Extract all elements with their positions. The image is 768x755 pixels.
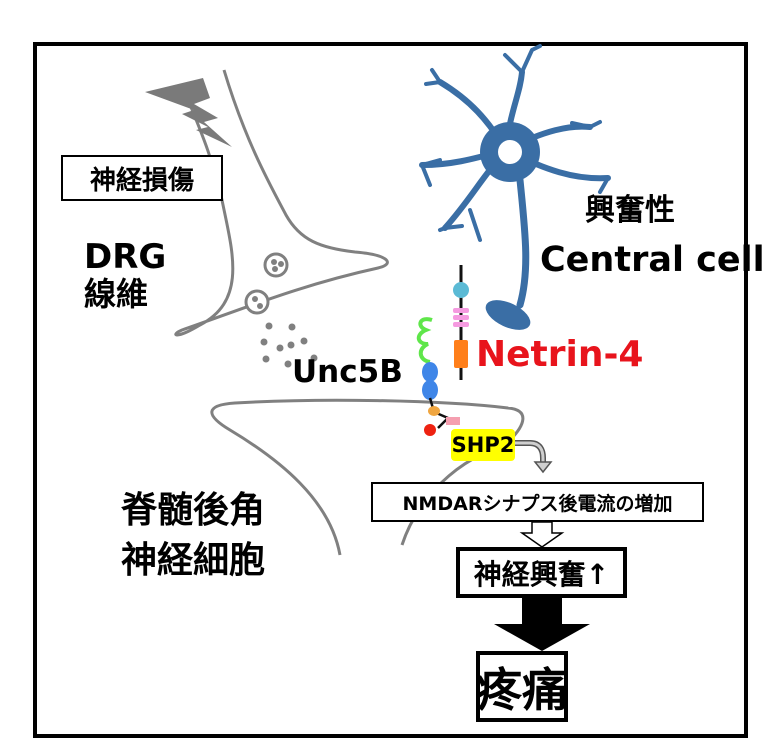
nmdar-current-box: NMDARシナプス後電流の増加 <box>371 482 704 522</box>
unc5b-label: Unc5B <box>292 354 403 390</box>
neuron-label: 神経細胞 <box>121 540 266 581</box>
drg-label: DRG <box>84 237 167 277</box>
netrin-4-label: Netrin-4 <box>476 334 644 375</box>
dorsal-horn-neuron-outline <box>210 398 525 556</box>
shp2-arrowhead <box>533 461 553 474</box>
central-cell-terminal <box>485 300 531 330</box>
nerve-injury-label: 神経損傷 <box>61 155 223 201</box>
released-netrin-dots <box>260 322 318 368</box>
netrin-4-protein-icon <box>453 265 469 380</box>
nerve-excitation-box: 神経興奮↑ <box>456 547 627 598</box>
vesicle-icon <box>263 252 289 278</box>
central-cell-label: Central cell <box>540 240 765 280</box>
pain-box: 疼痛 <box>476 651 568 722</box>
shp2-label: SHP2 <box>451 429 515 461</box>
lightning-icon <box>145 78 232 147</box>
excitatory-label: 興奮性 <box>585 193 675 228</box>
bold-arrow <box>494 598 590 651</box>
unc5b-protein-icon <box>416 317 460 436</box>
vesicle-icon <box>244 289 270 315</box>
drg-fiber-outline <box>174 69 389 337</box>
dorsal-horn-label: 脊髄後角 <box>121 490 266 531</box>
hollow-arrow <box>519 521 565 548</box>
central-cell-nucleus <box>498 140 522 164</box>
fiber-label: 線維 <box>84 275 149 313</box>
